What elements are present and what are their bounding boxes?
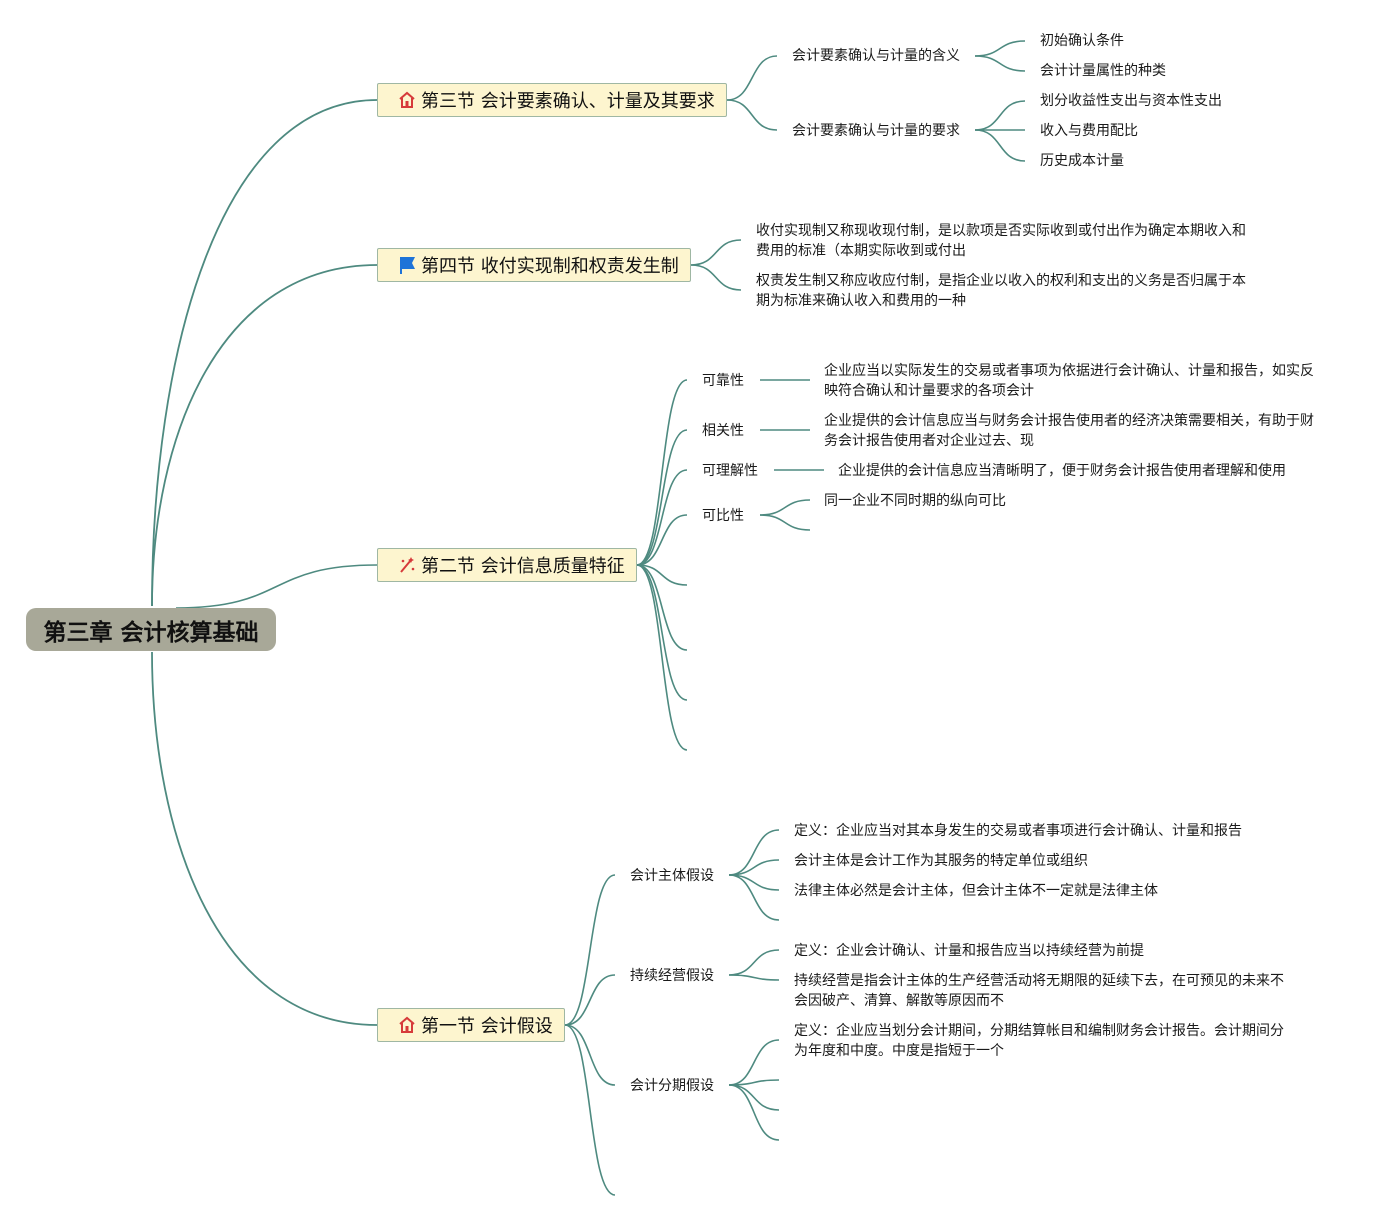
s2-comparability-link-1 xyxy=(759,499,811,516)
s3-branch-2 xyxy=(726,99,778,131)
s1-entity-link-4 xyxy=(728,874,780,921)
s1-going-concern-detail-1[interactable]: 定义：企业会计确认、计量和报告应当以持续经营为前提 xyxy=(794,943,1144,959)
s2-branch-8 xyxy=(636,564,688,751)
section-1-title: 第一节 会计假设 xyxy=(421,1016,553,1037)
s1-going-concern-detail-2[interactable]: 持续经营是指会计主体的生产经营活动将无期限的延续下去，在可预见的未来不会因破产、… xyxy=(794,973,1284,1009)
s2-item-reliability[interactable]: 可靠性 xyxy=(702,373,744,389)
s1-entity-detail-2[interactable]: 会计主体是会计工作为其服务的特定单位或组织 xyxy=(794,853,1088,869)
s2-comparability-link-2 xyxy=(759,514,811,531)
house-icon xyxy=(396,89,418,111)
s4-branch-1 xyxy=(690,239,742,266)
s2-relevance-detail[interactable]: 企业提供的会计信息应当与财务会计报告使用者的经济决策需要相关，有助于财务会计报告… xyxy=(824,413,1314,449)
s3-item-2-sub-1[interactable]: 划分收益性支出与资本性支出 xyxy=(1040,93,1222,109)
root-to-section-2 xyxy=(175,564,378,609)
s2-branch-4 xyxy=(636,514,688,566)
s2-comparability-detail[interactable]: 同一企业不同时期的纵向可比 xyxy=(824,493,1006,509)
s1-entity-link-1 xyxy=(728,829,780,876)
section-2-topic[interactable]: 第二节 会计信息质量特征 xyxy=(377,548,637,582)
s1-branch-2 xyxy=(564,974,616,1026)
s4-item-1[interactable]: 收付实现制又称现收现付制，是以款项是否实际收到或付出作为确定本期收入和费用的标准… xyxy=(756,223,1246,259)
s1-periodicity-link-2 xyxy=(728,1079,780,1086)
root-to-section-1 xyxy=(151,651,378,1026)
s1-branch-3 xyxy=(564,1024,616,1086)
s3-sub-1 xyxy=(974,40,1026,57)
s3-item-1-sub-2[interactable]: 会计计量属性的种类 xyxy=(1040,63,1166,79)
s1-entity-link-2 xyxy=(728,859,780,876)
s3-sub-5 xyxy=(974,129,1026,162)
s2-branch-6 xyxy=(636,564,688,651)
s3-item-2[interactable]: 会计要素确认与计量的要求 xyxy=(792,123,960,139)
s2-reliability-detail[interactable]: 企业应当以实际发生的交易或者事项为依据进行会计确认、计量和报告，如实反映符合确认… xyxy=(824,363,1314,399)
s2-item-relevance[interactable]: 相关性 xyxy=(702,423,744,439)
s1-going-concern-link-1 xyxy=(728,949,780,976)
section-2-title: 第二节 会计信息质量特征 xyxy=(421,556,625,577)
sparkle-icon xyxy=(396,554,418,576)
s1-entity-detail-1[interactable]: 定义：企业应当对其本身发生的交易或者事项进行会计确认、计量和报告 xyxy=(794,823,1242,839)
s3-item-1[interactable]: 会计要素确认与计量的含义 xyxy=(792,48,960,64)
s4-item-2[interactable]: 权责发生制又称应收应付制，是指企业以收入的权利和支出的义务是否归属于本期为标准来… xyxy=(756,273,1246,309)
s2-branch-7 xyxy=(636,564,688,701)
s1-item-entity[interactable]: 会计主体假设 xyxy=(630,868,714,884)
s1-periodicity-detail-1[interactable]: 定义：企业应当划分会计期间，分期结算帐目和编制财务会计报告。会计期间分为年度和中… xyxy=(794,1023,1284,1059)
s1-periodicity-link-1 xyxy=(728,1039,780,1086)
s1-going-concern-link-2 xyxy=(728,974,780,981)
s3-item-2-sub-3[interactable]: 历史成本计量 xyxy=(1040,153,1124,169)
section-4-topic[interactable]: 第四节 收付实现制和权责发生制 xyxy=(377,248,691,282)
s1-branch-1 xyxy=(564,874,616,1026)
root-to-section-4 xyxy=(151,264,378,607)
s2-item-comparability[interactable]: 可比性 xyxy=(702,508,744,524)
s1-entity-detail-3[interactable]: 法律主体必然是会计主体，但会计主体不一定就是法律主体 xyxy=(794,883,1158,899)
s3-item-2-sub-2[interactable]: 收入与费用配比 xyxy=(1040,123,1138,139)
s4-branch-2 xyxy=(690,264,742,291)
root-topic[interactable]: 第三章 会计核算基础 xyxy=(26,608,276,651)
s1-branch-4 xyxy=(564,1024,616,1196)
s3-sub-2 xyxy=(974,55,1026,72)
section-3-topic[interactable]: 第三节 会计要素确认、计量及其要求 xyxy=(377,83,727,117)
s1-item-periodicity[interactable]: 会计分期假设 xyxy=(630,1078,714,1094)
s2-branch-1 xyxy=(636,379,688,566)
house-icon xyxy=(396,1014,418,1036)
section-4-title: 第四节 收付实现制和权责发生制 xyxy=(421,256,679,277)
s1-periodicity-link-3 xyxy=(728,1084,780,1111)
s3-sub-3 xyxy=(974,100,1026,131)
root-to-section-3 xyxy=(151,99,378,607)
s2-branch-3 xyxy=(636,469,688,566)
section-1-topic[interactable]: 第一节 会计假设 xyxy=(377,1008,565,1042)
s3-item-1-sub-1[interactable]: 初始确认条件 xyxy=(1040,33,1124,49)
s2-item-understandability[interactable]: 可理解性 xyxy=(702,463,758,479)
s2-branch-2 xyxy=(636,429,688,566)
s2-branch-5 xyxy=(636,564,688,586)
section-3-title: 第三节 会计要素确认、计量及其要求 xyxy=(421,91,715,112)
s1-item-going-concern[interactable]: 持续经营假设 xyxy=(630,968,714,984)
s3-branch-1 xyxy=(726,55,778,101)
s1-periodicity-link-4 xyxy=(728,1084,780,1141)
s1-entity-link-3 xyxy=(728,874,780,891)
flag-icon xyxy=(396,254,418,276)
s2-understandability-detail[interactable]: 企业提供的会计信息应当清晰明了，便于财务会计报告使用者理解和使用 xyxy=(838,463,1286,479)
